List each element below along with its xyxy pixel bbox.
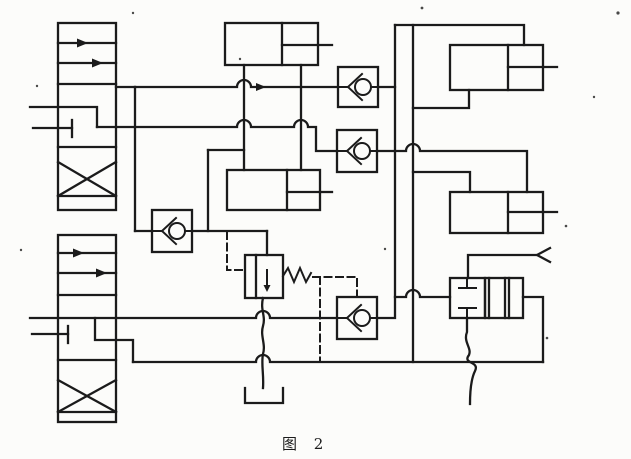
speck xyxy=(238,57,242,61)
tank-icon xyxy=(243,386,285,405)
flow-arrow-icon xyxy=(96,268,107,278)
speck xyxy=(420,6,424,10)
closed-position-x-icon xyxy=(56,378,118,414)
cylinder-mid-center-icon xyxy=(225,168,334,212)
speck xyxy=(564,224,568,228)
flow-arrow-icon xyxy=(92,58,103,68)
cv2-outlet-line xyxy=(375,142,529,194)
relief-pilot-line xyxy=(226,231,246,271)
spring-icon xyxy=(281,265,313,285)
figure-caption: 图 2 xyxy=(282,435,330,453)
supply-line-upper xyxy=(133,78,340,89)
vent-chevron-icon xyxy=(534,246,552,264)
scan-specks xyxy=(19,6,620,340)
right-port-line xyxy=(521,295,545,364)
top-manifold-line xyxy=(393,23,526,47)
rail-lower xyxy=(131,353,545,364)
valve-body xyxy=(56,21,118,212)
relief-valve-icon xyxy=(243,229,313,390)
cyl4-blind-port-line xyxy=(411,170,472,194)
flow-arrow-icon xyxy=(263,285,271,292)
valve-body xyxy=(243,253,285,300)
flow-arrow-icon xyxy=(73,248,84,258)
cylinder-body xyxy=(225,168,322,212)
tank-drain-line xyxy=(261,296,265,390)
cylinder-bottom-right-icon xyxy=(448,190,559,235)
pilot-dashed-lines xyxy=(226,231,358,362)
cylinder-top-center-icon xyxy=(223,21,334,67)
speck xyxy=(616,11,620,15)
speck xyxy=(545,336,549,340)
check-valve-2-icon xyxy=(335,128,379,174)
check-ball-icon xyxy=(353,142,371,160)
check-ball-icon xyxy=(353,309,371,327)
cv4-pilot-line xyxy=(312,276,358,297)
internal-jog-line xyxy=(93,316,135,364)
speck xyxy=(19,248,23,252)
check-valve-4-icon xyxy=(335,295,379,341)
pipe-lines xyxy=(28,23,545,364)
rail-upper xyxy=(28,309,339,320)
pilot-directional-valve-icon xyxy=(448,246,552,406)
stack-valve-lower-left-icon xyxy=(30,233,135,424)
flow-arrow-icon xyxy=(77,38,88,48)
closed-position-x-icon xyxy=(56,160,118,198)
pilot-vent-line xyxy=(466,253,538,280)
port-line-left xyxy=(28,105,99,129)
valve-body xyxy=(56,233,118,424)
speck xyxy=(383,247,387,251)
check-valve-1-icon xyxy=(336,65,380,109)
check-ball-icon xyxy=(354,78,372,96)
seat-icon xyxy=(345,303,363,333)
cyl3-blind-port-line xyxy=(411,88,471,110)
seat-icon xyxy=(160,216,178,246)
speck xyxy=(592,95,596,99)
cylinder-top-right-icon xyxy=(448,43,559,92)
check-valve-3-icon xyxy=(150,208,194,254)
flow-arrow-icon xyxy=(256,83,266,91)
seat-icon xyxy=(345,136,363,166)
check-ball-icon xyxy=(168,222,186,240)
cv4-outlet-line xyxy=(375,288,452,320)
supply-line-lower xyxy=(95,118,339,153)
stack-valve-upper-left-icon xyxy=(28,21,137,212)
seat-icon xyxy=(346,72,364,102)
speck xyxy=(131,11,135,15)
speck xyxy=(35,84,39,88)
